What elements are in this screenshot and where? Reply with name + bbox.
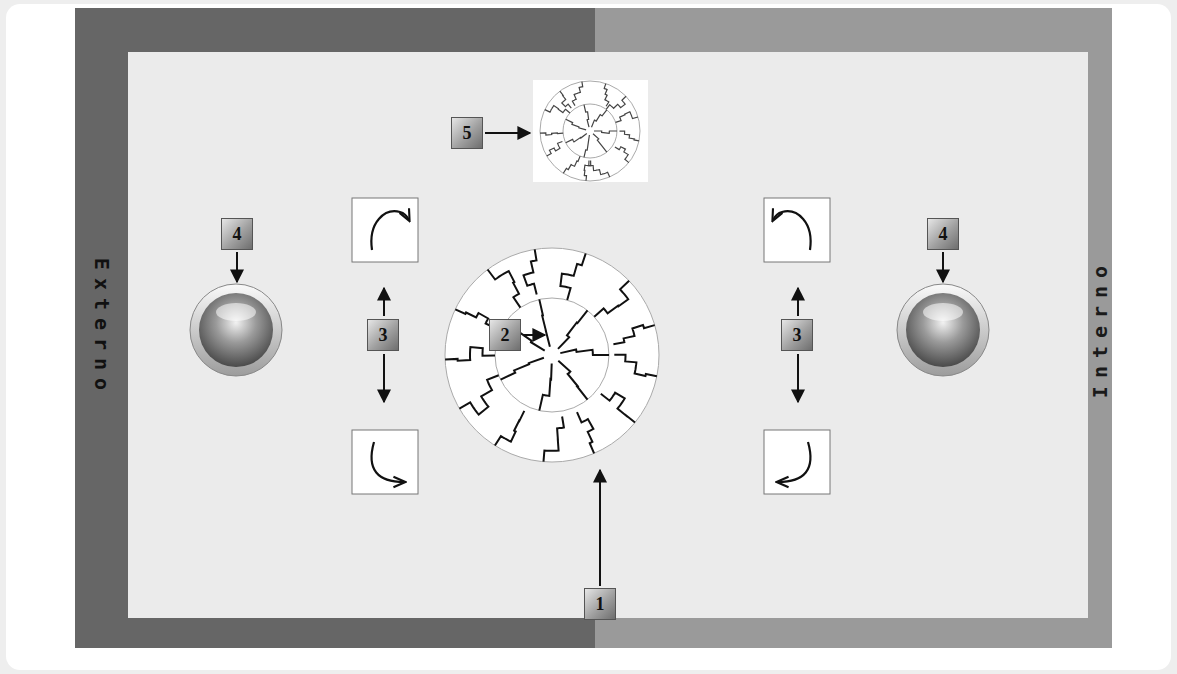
maze-stroke xyxy=(501,358,544,380)
maze-stroke xyxy=(613,325,654,344)
callout-number: 2 xyxy=(489,319,521,351)
play-area xyxy=(128,52,1088,618)
maze-stroke xyxy=(594,131,617,133)
callout-number: 4 xyxy=(927,218,959,250)
maze-stroke xyxy=(558,310,588,349)
maze-stroke xyxy=(560,254,585,301)
maze-stroke xyxy=(592,110,607,127)
maze-stroke xyxy=(563,156,580,173)
maze-stroke xyxy=(539,364,551,411)
maze-stroke xyxy=(544,417,564,462)
band-label: Interno xyxy=(1088,258,1112,398)
maze-stroke xyxy=(488,270,521,308)
maze-stroke xyxy=(589,161,610,178)
maze-stroke xyxy=(445,248,659,462)
maze-stroke xyxy=(572,82,582,106)
callout-number: 1 xyxy=(584,588,616,620)
maze-stroke xyxy=(495,298,609,412)
maze-stroke xyxy=(445,347,495,361)
maze-stroke xyxy=(614,355,657,377)
maze-stroke xyxy=(601,393,635,423)
maze-stroke xyxy=(540,81,640,181)
rotating-maze xyxy=(445,248,659,462)
rotate-arrows xyxy=(371,211,810,482)
maze-stroke xyxy=(604,84,609,107)
maze-stroke xyxy=(577,412,594,453)
maze-stroke xyxy=(584,135,589,157)
maze-stroke xyxy=(558,361,587,400)
maze-stroke xyxy=(584,161,591,181)
callout-arrows xyxy=(237,133,943,586)
card xyxy=(6,4,1171,670)
maze-stroke xyxy=(524,249,537,294)
maze-stroke xyxy=(616,112,638,123)
maze-stroke xyxy=(495,411,524,446)
inner-band: Interno xyxy=(1088,8,1112,648)
rotate-buttons xyxy=(352,198,830,494)
callout-number: 3 xyxy=(781,319,813,351)
maze-stroke xyxy=(540,133,563,135)
outer-band: Externo xyxy=(75,8,128,648)
maze-stroke xyxy=(606,96,626,109)
maze-stroke xyxy=(459,375,498,414)
preview-maze xyxy=(540,81,640,181)
maze-stroke xyxy=(539,299,550,346)
band-label: Externo xyxy=(90,258,114,398)
callout-number: 4 xyxy=(221,218,253,250)
maze-stroke xyxy=(563,104,617,158)
maze-stroke xyxy=(560,91,571,108)
maze-stroke xyxy=(620,131,640,141)
preview-ground xyxy=(533,80,648,182)
callout-number: 5 xyxy=(451,117,483,149)
maze-stroke xyxy=(594,281,629,317)
maze-stroke xyxy=(566,119,586,130)
ball-buttons xyxy=(190,284,989,376)
maze-stroke xyxy=(547,142,563,157)
maze-stroke xyxy=(584,105,589,127)
maze-stroke xyxy=(560,350,609,356)
maze-stroke xyxy=(566,134,587,143)
maze-stroke xyxy=(615,147,629,163)
maze-stroke xyxy=(593,134,607,152)
callout-number: 3 xyxy=(367,319,399,351)
